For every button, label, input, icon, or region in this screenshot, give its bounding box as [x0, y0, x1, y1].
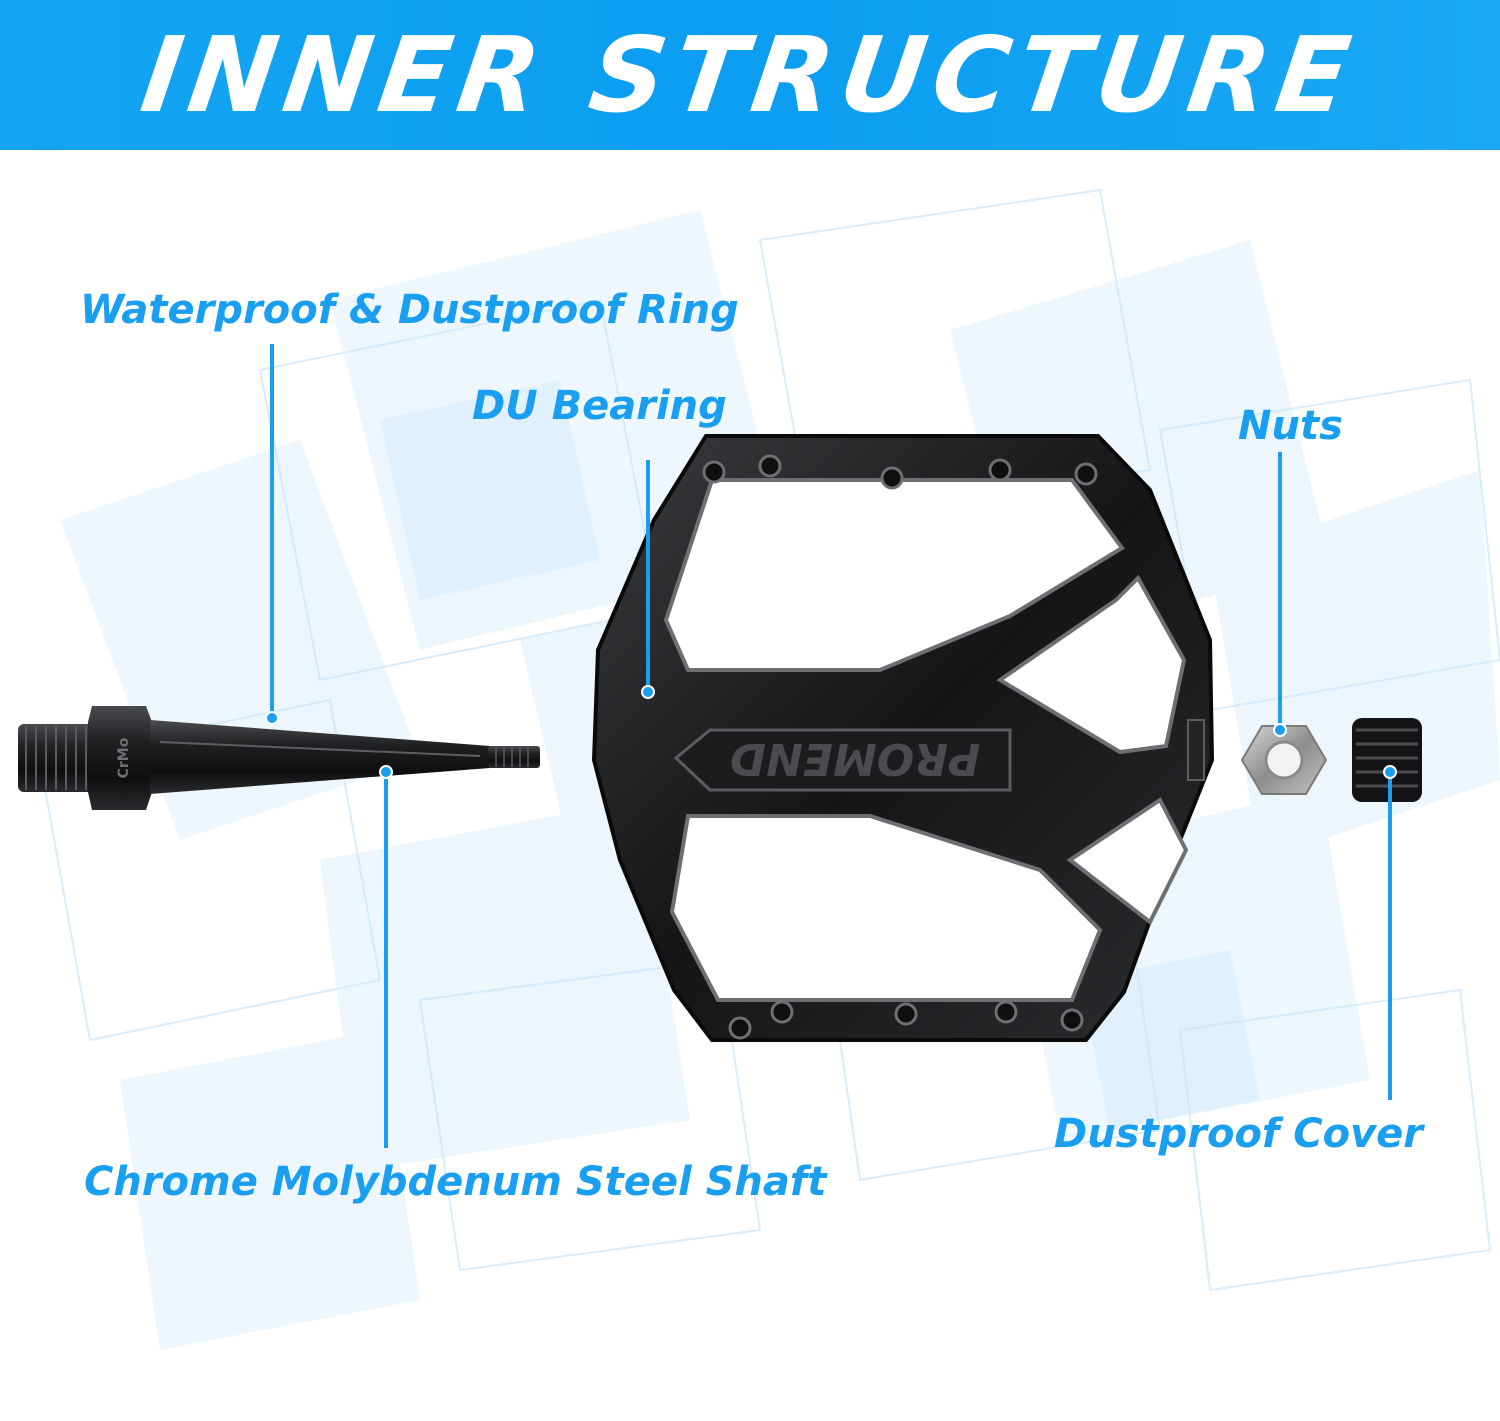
title-banner: INNER STRUCTURE	[0, 0, 1500, 150]
label-nuts: Nuts	[1238, 403, 1343, 449]
label-waterproof-ring: Waterproof & Dustproof Ring	[80, 287, 739, 333]
pedal-body: PROMEND	[591, 434, 1215, 1042]
label-du-bearing: DU Bearing	[472, 383, 727, 429]
label-shaft: Chrome Molybdenum Steel Shaft	[84, 1159, 827, 1205]
brand-emboss: PROMEND	[730, 733, 981, 784]
pedal-pins	[702, 454, 1098, 1040]
steel-shaft: CrMo	[18, 706, 540, 810]
label-dustproof-cover: Dustproof Cover	[1054, 1111, 1424, 1157]
dustproof-cover	[1352, 718, 1422, 802]
nut	[1240, 725, 1328, 795]
shaft-mark: CrMo	[116, 737, 132, 778]
